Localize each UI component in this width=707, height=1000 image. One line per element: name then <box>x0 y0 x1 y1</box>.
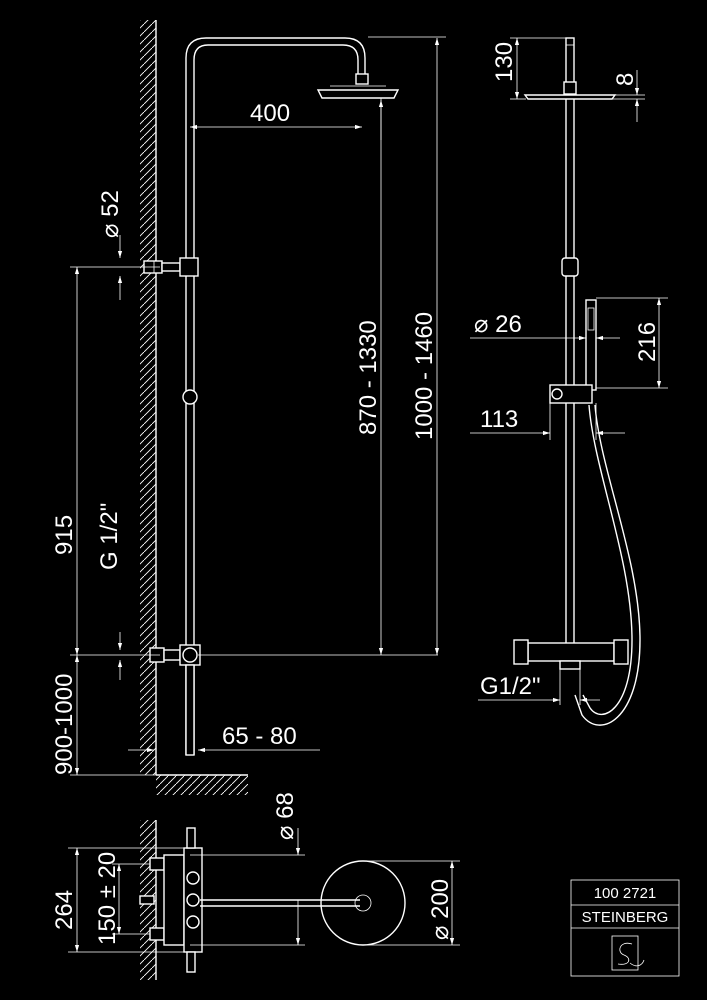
dim-wall-flange: ⌀ 52 <box>97 190 124 238</box>
plan-view: ⌀ 68 ⌀ 200 264 150 ± 20 <box>51 792 460 980</box>
riser-pipe <box>185 37 366 755</box>
dim-hand-shower-diameter: ⌀ 26 <box>474 311 522 338</box>
dim-head-thickness: 8 <box>612 73 639 86</box>
dim-holder-depth: 113 <box>480 406 518 433</box>
dim-inlet-thread-front: G1/2" <box>480 673 541 700</box>
shower-head-front <box>523 94 617 100</box>
mixer-front <box>527 642 615 662</box>
dim-rail-height: 915 <box>51 515 78 555</box>
dim-depth-total: 264 <box>51 890 78 930</box>
dim-arm-length: 400 <box>250 100 290 127</box>
wall-hatch <box>140 20 156 775</box>
side-view: 400 870 - 1330 1000 - 1460 ⌀ 52 915 G 1/… <box>51 20 446 795</box>
floor-hatch <box>156 775 248 795</box>
hose <box>574 404 641 726</box>
dim-escutcheon-diameter: ⌀ 68 <box>272 792 299 840</box>
front-view: 130 8 ⌀ 26 216 113 G1/2" <box>470 37 668 726</box>
steinberg-logo-icon <box>611 935 645 971</box>
title-block: 100 2721 STEINBERG <box>570 879 680 977</box>
dim-wall-distance: 65 - 80 <box>222 723 297 750</box>
dim-overhead-height: 130 <box>491 42 518 82</box>
dim-hand-shower-length: 216 <box>634 322 661 362</box>
hand-shower <box>585 299 597 391</box>
slider-knob <box>182 389 198 405</box>
dim-eccentric-spacing: 150 ± 20 <box>94 852 121 945</box>
dim-total-height: 1000 - 1460 <box>411 312 438 440</box>
article-number: 100 2721 <box>594 885 657 902</box>
brand-name: STEINBERG <box>582 909 669 926</box>
slider-holder <box>549 384 593 404</box>
shower-head-side <box>316 89 400 99</box>
dim-head-diameter: ⌀ 200 <box>427 879 454 940</box>
dim-inlet-thread-side: G 1/2" <box>96 503 123 570</box>
dim-height-range: 870 - 1330 <box>355 320 382 435</box>
dim-mount-height: 900-1000 <box>51 674 78 775</box>
upper-bracket-front <box>561 257 579 277</box>
shower-head-plan <box>320 860 406 946</box>
